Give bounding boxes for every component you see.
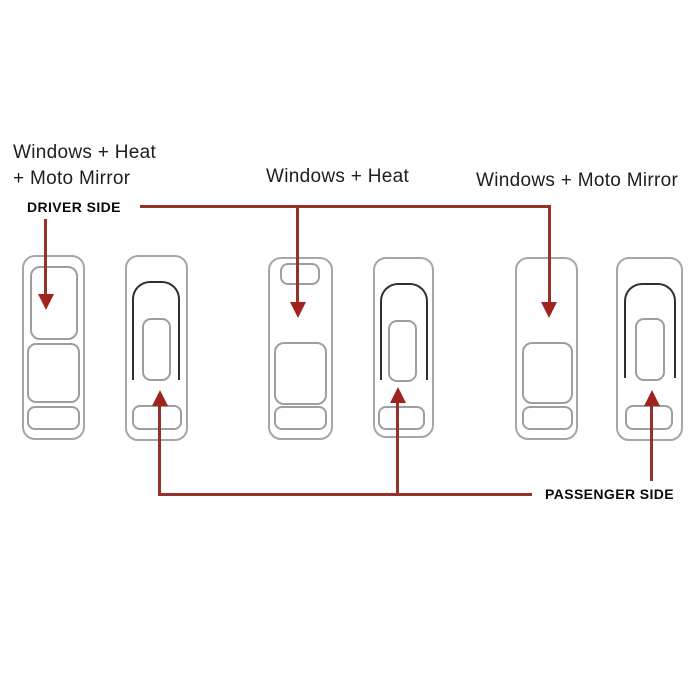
arrow-up-icon xyxy=(152,390,168,406)
switch-panel-passenger-windows-heat-moto-mirror xyxy=(125,255,188,441)
config-label-windows-moto-mirror: Windows + Moto Mirror xyxy=(476,170,679,191)
window-switch-mid-area xyxy=(522,342,573,404)
window-switch-center xyxy=(142,318,171,381)
arrow-down-icon xyxy=(38,294,54,310)
passenger-side-connector-horizontal xyxy=(158,493,532,496)
window-switch-bottom-area xyxy=(378,406,425,430)
window-switch-bottom-area xyxy=(27,406,80,430)
window-switch-bottom-area xyxy=(274,406,327,430)
window-switch-bottom-area xyxy=(522,406,573,430)
config-label-line1: Windows + Heat xyxy=(13,142,157,163)
window-switch-center xyxy=(635,318,665,381)
passenger-side-connector-center-vertical xyxy=(396,400,399,495)
arrow-down-icon xyxy=(541,302,557,318)
config-label-line2: + Moto Mirror xyxy=(13,168,131,189)
passenger-side-connector-right-vertical xyxy=(650,402,653,481)
window-switch-bottom-area xyxy=(132,405,182,430)
driver-side-connector-left-vertical xyxy=(44,219,47,296)
switch-panel-driver-windows-moto-mirror xyxy=(515,257,578,440)
arrow-up-icon xyxy=(644,390,660,406)
switch-bezel-arc xyxy=(624,283,676,378)
config-label-windows-heat: Windows + Heat xyxy=(266,166,410,187)
driver-side-label: DRIVER SIDE xyxy=(27,199,121,215)
passenger-side-label: PASSENGER SIDE xyxy=(545,486,675,502)
driver-side-connector-center-vertical xyxy=(296,206,299,304)
switch-panel-passenger-windows-moto-mirror xyxy=(616,257,683,441)
driver-side-connector-right-vertical xyxy=(548,206,551,304)
arrow-down-icon xyxy=(290,302,306,318)
arrow-up-icon xyxy=(390,387,406,403)
window-switch-mid-area xyxy=(274,342,327,405)
heat-switch-top-area xyxy=(280,263,320,285)
switch-panel-driver-windows-heat-moto-mirror xyxy=(22,255,85,440)
switch-bezel-arc xyxy=(132,281,180,380)
switch-bezel-arc xyxy=(380,283,428,380)
config-label-windows-heat-moto-mirror: Windows + Heat + Moto Mirror xyxy=(13,140,156,192)
window-switch-bottom-area xyxy=(625,405,673,430)
window-switch-center xyxy=(388,320,417,382)
switch-panel-passenger-windows-heat xyxy=(373,257,434,438)
switch-panel-driver-windows-heat xyxy=(268,257,333,440)
passenger-side-connector-left-vertical xyxy=(158,402,161,496)
driver-side-connector-horizontal xyxy=(140,205,551,208)
window-switch-mid-area xyxy=(27,343,80,403)
